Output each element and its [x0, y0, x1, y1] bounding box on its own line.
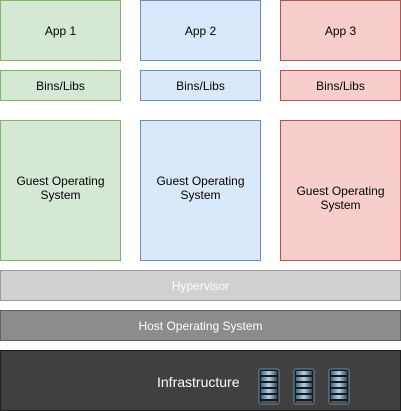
- bins-libs-1-label: Bins/Libs: [36, 78, 85, 93]
- bins-libs-2-box: Bins/Libs: [140, 70, 261, 101]
- guest-os-1-box: Guest Operating System: [0, 120, 121, 261]
- guest-os-3-box: Guest Operating System: [280, 120, 401, 261]
- guest-os-2-box: Guest Operating System: [140, 120, 261, 261]
- bins-libs-1-box: Bins/Libs: [0, 70, 121, 101]
- app-1-label: App 1: [44, 23, 77, 38]
- hypervisor-label: Hypervisor: [171, 278, 230, 293]
- guest-os-3-label: Guest Operating System: [296, 183, 385, 212]
- server-icon: [328, 368, 350, 405]
- bins-libs-3-box: Bins/Libs: [280, 70, 401, 101]
- app-3-box: App 3: [280, 0, 401, 61]
- hypervisor-layer: Hypervisor: [0, 270, 401, 301]
- bins-libs-3-label: Bins/Libs: [316, 78, 365, 93]
- app-1-box: App 1: [0, 0, 121, 61]
- app-2-box: App 2: [140, 0, 261, 61]
- app-3-label: App 3: [324, 23, 357, 38]
- host-os-layer: Host Operating System: [0, 310, 401, 341]
- server-icon: [258, 368, 280, 405]
- bins-libs-2-label: Bins/Libs: [176, 78, 225, 93]
- app-2-label: App 2: [184, 23, 217, 38]
- guest-os-1-label: Guest Operating System: [16, 173, 105, 202]
- host-os-label: Host Operating System: [138, 318, 263, 333]
- infrastructure-label: Infrastructure: [157, 374, 240, 390]
- guest-os-2-label: Guest Operating System: [156, 173, 245, 202]
- server-icon: [293, 368, 315, 405]
